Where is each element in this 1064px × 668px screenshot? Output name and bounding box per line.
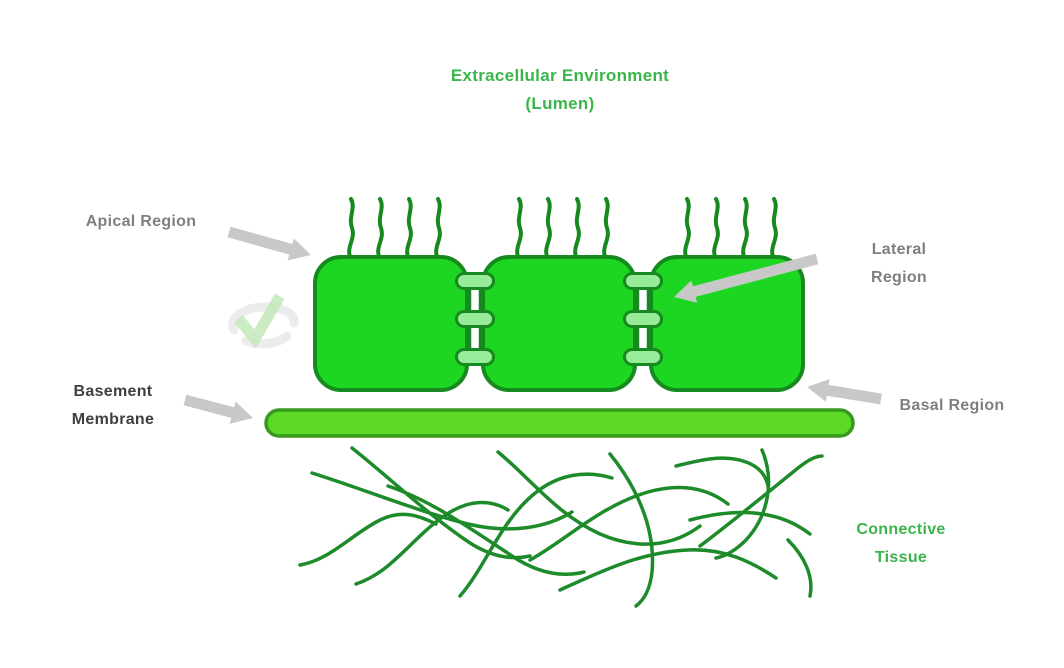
connective-tissue-line2: Tissue: [874, 549, 928, 566]
basement-membrane-bar: [264, 408, 855, 438]
epithelial-cell-1: [313, 255, 469, 392]
tight-junction-pill: [623, 272, 663, 290]
connective-fiber: [714, 448, 771, 560]
cilium-icon: [602, 197, 610, 261]
connective-fiber: [350, 446, 532, 560]
cilium-icon: [405, 197, 413, 261]
connective-fiber: [458, 472, 614, 598]
tight-junction-pill: [623, 310, 663, 328]
connective-fiber: [558, 548, 778, 592]
apical-region-label: Apical Region: [85, 213, 197, 230]
cell-junction-layer: [455, 272, 663, 366]
cilium-icon: [712, 197, 720, 261]
lateral-region-line1: Lateral: [871, 241, 927, 258]
title-line1: Extracellular Environment: [450, 66, 670, 85]
connective-fiber: [528, 485, 730, 562]
cilium-icon: [683, 197, 691, 261]
cilium-icon: [770, 197, 778, 261]
basal-region-label: Basal Region: [899, 397, 1005, 414]
cilium-icon: [573, 197, 581, 261]
connective-fiber: [298, 512, 438, 567]
connective-fiber: [786, 538, 813, 598]
tight-junction-pill: [455, 348, 495, 366]
connective-tissue-fibers: [298, 446, 824, 608]
basement-membrane-arrow-icon: [183, 394, 253, 424]
connective-tissue-label: Connective Tissue: [856, 516, 945, 572]
connective-fiber: [354, 500, 510, 586]
cilium-icon: [376, 197, 384, 261]
basement-membrane-label: Basement Membrane: [72, 378, 154, 434]
connective-fiber: [608, 452, 655, 608]
tight-junction-pill: [455, 272, 495, 290]
lateral-region-line2: Region: [870, 269, 928, 286]
connective-fiber: [310, 471, 574, 531]
connective-fiber: [674, 456, 770, 488]
lateral-region-arrow-icon: [674, 253, 819, 303]
connective-fiber: [386, 484, 586, 576]
cilia-layer: [347, 197, 778, 261]
apical-region-arrow-icon: [227, 226, 311, 261]
cilium-icon: [544, 197, 552, 261]
title-line2: (Lumen): [525, 94, 595, 113]
cilium-icon: [741, 197, 749, 261]
cilium-icon: [434, 197, 442, 261]
title: Extracellular Environment (Lumen): [451, 62, 669, 118]
tight-junction-pill: [623, 348, 663, 366]
cilium-icon: [347, 197, 355, 261]
connective-fiber: [496, 450, 702, 546]
connective-tissue-line1: Connective: [856, 521, 946, 538]
basement-membrane-line2: Membrane: [71, 411, 155, 428]
epithelial-cell-2: [481, 255, 637, 392]
arrow-layer: [183, 226, 882, 424]
basement-membrane-line1: Basement: [73, 383, 153, 400]
cilium-icon: [515, 197, 523, 261]
epithelial-cell-3: [649, 255, 805, 392]
tight-junction-pill: [455, 310, 495, 328]
checkmark-watermark-icon: [228, 293, 299, 349]
connective-fiber: [698, 454, 824, 548]
connective-fiber: [688, 510, 812, 536]
basal-region-arrow-icon: [807, 379, 882, 405]
lateral-region-label: Lateral Region: [871, 236, 927, 292]
